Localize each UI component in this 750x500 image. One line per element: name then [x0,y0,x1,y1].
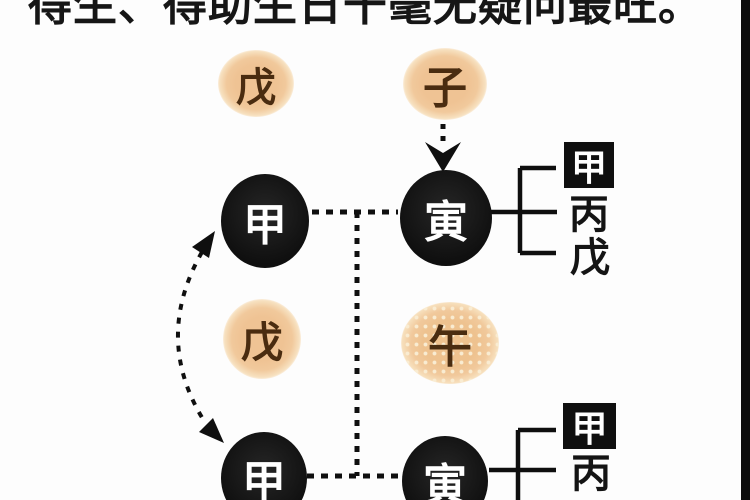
pillar1-branch-node: 子 [403,48,487,120]
down-arrowhead-icon [425,142,461,172]
hidden-stem-upper-residual-node: 戊 [567,233,613,280]
hidden-stem-upper-main-node: 甲 [564,142,614,188]
hidden-stem-upper-main-label: 甲 [570,147,607,188]
hidden-stems-bracket-lower [489,427,556,500]
hidden-stem-lower-mid-label: 丙 [571,452,611,496]
hidden-stem-upper-residual-label: 戊 [570,236,610,280]
pillar3-branch-node: 午 [401,302,499,384]
pillar1-stem-node: 戊 [218,50,294,117]
right-edge-bar [741,0,750,500]
pillar1-stem-label: 戊 [236,65,276,110]
pillar4-branch-node: 寅 [402,436,488,500]
curved-arrowhead-top-icon [192,231,215,258]
pillar2-stem-label: 甲 [243,201,287,250]
pillar2-stem-node: 甲 [221,174,309,268]
pillar3-branch-label: 午 [428,323,472,372]
pillar2-branch-label: 寅 [424,198,468,247]
page-title: 得生、得助生日干毫无疑问最旺。 [28,0,703,30]
hidden-stem-upper-mid-label: 丙 [569,193,609,237]
curved-double-arrow-icon [176,251,208,426]
pillar2-branch-node: 寅 [400,170,492,266]
hidden-stem-lower-main-label: 甲 [571,408,608,449]
pillar4-stem-node: 甲 [221,432,307,500]
hidden-stems-bracket-upper [488,165,557,256]
pillar3-stem-node: 戊 [223,299,301,379]
pillar4-branch-label: 寅 [423,461,467,500]
pillar3-stem-label: 戊 [240,318,283,366]
pillar1-branch-label: 子 [423,64,467,113]
hidden-stem-upper-mid-node: 丙 [566,190,612,237]
pillar4-stem-label: 甲 [242,458,286,500]
curved-arrowhead-bottom-icon [199,418,224,443]
hidden-stem-lower-mid-node: 丙 [568,449,614,496]
hidden-stem-lower-main-node: 甲 [563,403,616,449]
